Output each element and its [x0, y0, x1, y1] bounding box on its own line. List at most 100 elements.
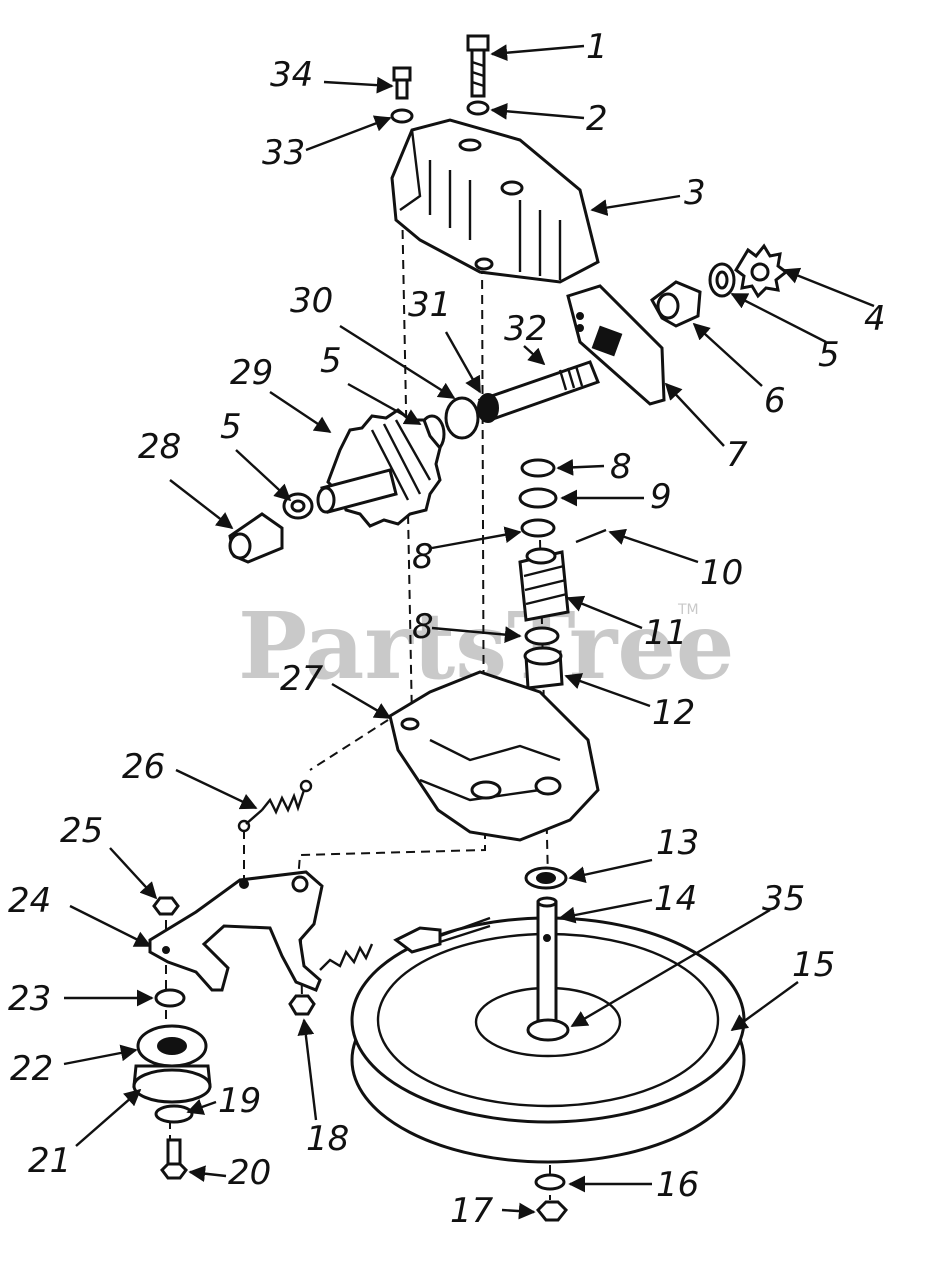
- part-bushing-12: [523, 646, 564, 690]
- part-worm-gear-11: [518, 547, 570, 622]
- part-lower-housing-27: [388, 670, 600, 842]
- leader-arrow-35: [570, 908, 771, 1028]
- leader-arrow-34: [323, 76, 394, 94]
- callout-label-11: 11: [644, 613, 687, 653]
- leader-arrow-7: [664, 382, 725, 447]
- leader-arrow-28: [169, 479, 234, 530]
- leader-arrow-26: [175, 768, 258, 810]
- watermark-trademark: TM: [677, 602, 699, 618]
- callout-label-8b: 8: [412, 537, 434, 577]
- callout-label-35: 35: [762, 879, 805, 919]
- callout-label-12: 12: [652, 693, 695, 733]
- part-washer-8-lower: [524, 626, 560, 646]
- part-hub-35: [526, 1018, 570, 1042]
- leader-arrow-5a: [730, 292, 827, 344]
- leader-arrow-8c: [431, 626, 522, 643]
- callout-label-26: 26: [122, 747, 165, 787]
- callout-label-15: 15: [792, 945, 835, 985]
- leader-arrow-3: [590, 194, 681, 216]
- part-washer-8-middle: [520, 518, 556, 538]
- leader-arrow-6: [692, 322, 763, 387]
- part-pulley-15: [350, 916, 746, 1164]
- part-screw-34: [392, 66, 412, 100]
- part-bolt-20: [160, 1138, 188, 1180]
- part-idler-bracket-24: [148, 870, 324, 992]
- part-bearing-9: [518, 487, 558, 509]
- callout-label-17: 17: [450, 1191, 494, 1231]
- leader-arrow-4: [782, 267, 875, 308]
- part-washer-8-top: [520, 458, 556, 478]
- part-washer-19: [154, 1104, 194, 1124]
- leader-arrow-27: [331, 682, 392, 720]
- callout-label-22: 22: [10, 1049, 53, 1089]
- leader-arrow-25: [109, 847, 158, 900]
- leader-arrow-18: [297, 1018, 318, 1121]
- part-snap-ring-31: [477, 393, 499, 423]
- part-washer-16: [534, 1173, 566, 1191]
- leader-arrow-12: [564, 673, 651, 708]
- leader-arrow-5b: [235, 449, 292, 502]
- part-gear-29: [316, 408, 442, 528]
- callout-label-2: 2: [586, 99, 608, 139]
- callout-label-23: 23: [8, 979, 51, 1019]
- leader-arrow-24: [69, 904, 152, 948]
- callout-label-9: 9: [650, 477, 672, 517]
- callout-label-21: 21: [28, 1141, 71, 1181]
- part-shaft-14: [536, 896, 558, 1030]
- callout-label-14: 14: [654, 879, 697, 919]
- callout-label-8a: 8: [610, 447, 632, 487]
- leader-arrow-11: [566, 595, 643, 630]
- callout-label-25: 25: [60, 811, 103, 851]
- leader-arrow-13: [568, 858, 653, 883]
- part-pin-10: [575, 528, 607, 544]
- part-washer-33: [390, 108, 414, 124]
- part-upper-housing-3: [390, 118, 600, 284]
- leader-arrow-31: [444, 331, 482, 394]
- part-bushing-28: [228, 512, 284, 564]
- callout-label-6: 6: [764, 381, 786, 421]
- leader-lines: [63, 44, 875, 1220]
- part-nut-18: [288, 994, 316, 1016]
- leader-arrow-17: [501, 1202, 536, 1220]
- part-bushing-6: [650, 280, 702, 328]
- leader-arrow-14: [558, 898, 653, 924]
- part-cable: [319, 916, 491, 971]
- callout-label-29: 29: [230, 353, 273, 393]
- leader-arrow-10: [608, 528, 699, 564]
- part-sprocket-4: [734, 243, 789, 299]
- leader-arrow-15: [730, 981, 799, 1031]
- callout-label-13: 13: [656, 823, 699, 863]
- leader-arrow-33: [305, 115, 392, 152]
- callout-label-8c: 8: [412, 607, 434, 647]
- part-collar-30: [444, 396, 480, 440]
- callout-label-16: 16: [656, 1165, 699, 1205]
- callout-label-1: 1: [586, 27, 608, 67]
- leader-arrow-20: [188, 1165, 227, 1183]
- callout-label-20: 20: [228, 1153, 271, 1193]
- part-idler-pulley-21: [132, 1064, 212, 1104]
- callout-label-18: 18: [306, 1119, 349, 1159]
- callout-label-3: 3: [684, 173, 706, 213]
- leader-arrow-22: [63, 1044, 138, 1066]
- callout-label-34: 34: [270, 55, 313, 95]
- callout-label-31: 31: [408, 285, 451, 325]
- leader-arrow-8b: [431, 526, 522, 550]
- part-nut-17: [535, 1200, 569, 1222]
- callout-label-33: 33: [262, 133, 305, 173]
- leader-arrow-5c: [347, 382, 422, 426]
- callout-label-10: 10: [700, 553, 743, 593]
- part-spring-26: [237, 779, 313, 833]
- part-washer-23: [154, 988, 186, 1008]
- callout-label-24: 24: [8, 881, 51, 921]
- callout-label-30: 30: [290, 281, 333, 321]
- part-plate-7: [566, 284, 666, 406]
- part-bolt-1: [466, 34, 490, 98]
- leader-arrow-19: [186, 1099, 217, 1115]
- callout-label-7: 7: [726, 435, 748, 475]
- callout-label-5c: 5: [320, 341, 342, 381]
- leader-arrow-30: [339, 324, 456, 400]
- callout-label-27: 27: [280, 659, 324, 699]
- leader-arrow-29: [269, 391, 332, 433]
